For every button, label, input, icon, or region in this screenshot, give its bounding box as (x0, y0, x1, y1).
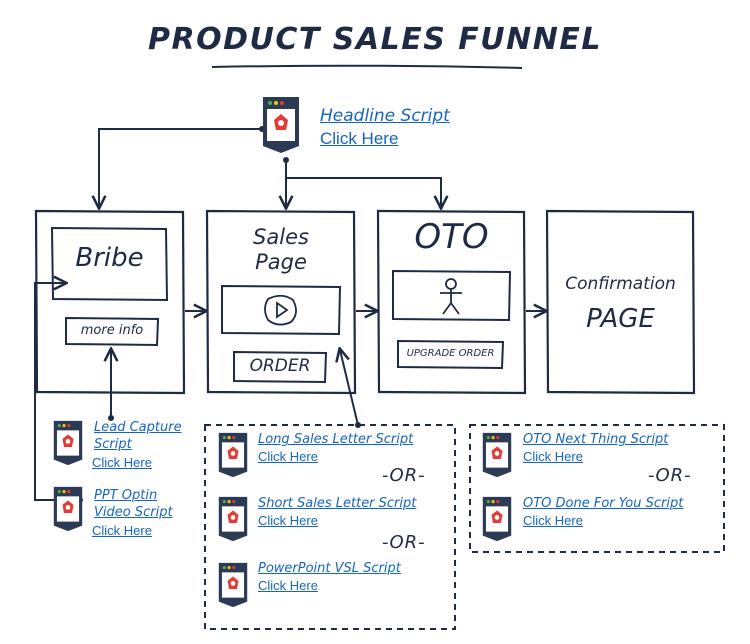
headline-to-bribe (99, 128, 262, 207)
ppt-optin-script-link-2[interactable]: Video Script (94, 505, 173, 520)
script-document-icon[interactable] (218, 496, 248, 542)
bribe-page-box (34, 209, 186, 395)
oto-scripts-group (469, 424, 725, 553)
sales-scripts-to-order (340, 350, 359, 426)
long-sales-letter-script-link[interactable]: Long Sales Letter Script (258, 432, 414, 447)
confirmation-line1: Confirmation (565, 274, 676, 294)
script-document-icon[interactable] (482, 496, 512, 542)
script-document-icon[interactable] (218, 562, 248, 608)
oto-image-box (392, 269, 512, 322)
powerpoint-vsl-click-here[interactable]: Click Here (258, 578, 318, 593)
order-button[interactable]: ORDER (249, 356, 311, 376)
confirmation-page-box (545, 209, 696, 395)
sales-page-title-2: Page (255, 250, 307, 274)
oto-done-for-you-click-here[interactable]: Click Here (523, 513, 583, 528)
script-document-icon[interactable] (53, 486, 83, 532)
or-label-3: -OR- (648, 465, 692, 486)
long-sales-letter-click-here[interactable]: Click Here (258, 449, 318, 464)
oto-next-thing-click-here[interactable]: Click Here (523, 449, 583, 464)
script-document-icon[interactable] (262, 96, 300, 154)
or-label-1: -OR- (382, 465, 426, 486)
ppt-optin-script-link[interactable]: PPT Optin (94, 488, 158, 503)
lead-capture-script-link-2[interactable]: Script (94, 437, 132, 452)
sales-order-box (233, 350, 328, 384)
stick-figure-icon (440, 278, 462, 315)
play-icon (264, 294, 297, 326)
bribe-button-box (65, 316, 160, 347)
bribe-more-info-button[interactable]: more info (80, 323, 144, 338)
oto-upgrade-box (397, 339, 505, 370)
oto-done-for-you-script-link[interactable]: OTO Done For You Script (523, 496, 684, 511)
headline-script-link[interactable]: Headline Script (320, 106, 450, 126)
sales-video-box (221, 284, 342, 336)
lead-capture-click-here[interactable]: Click Here (92, 455, 152, 470)
or-label-2: -OR- (382, 532, 426, 553)
headline-click-here-link[interactable]: Click Here (320, 129, 399, 148)
oto-next-thing-script-link[interactable]: OTO Next Thing Script (523, 432, 669, 447)
oto-title: OTO (414, 217, 489, 257)
lead-capture-script-link[interactable]: Lead Capture (94, 420, 182, 435)
sales-page-box (205, 209, 357, 395)
confirmation-line2: PAGE (586, 304, 655, 334)
upgrade-order-button[interactable]: UPGRADE ORDER (406, 348, 495, 359)
script-document-icon[interactable] (53, 420, 83, 466)
script-document-icon[interactable] (218, 432, 248, 478)
title-underline (211, 64, 523, 69)
short-sales-letter-script-link[interactable]: Short Sales Letter Script (258, 496, 417, 511)
sales-page-title-1: Sales (253, 225, 309, 249)
powerpoint-vsl-script-link[interactable]: PowerPoint VSL Script (258, 561, 401, 576)
ppt-optin-click-here[interactable]: Click Here (92, 523, 152, 538)
bribe-title: Bribe (75, 243, 144, 273)
short-sales-letter-click-here[interactable]: Click Here (258, 513, 318, 528)
script-document-icon[interactable] (482, 432, 512, 478)
bribe-inner-box (50, 226, 169, 302)
sales-scripts-group (204, 424, 456, 630)
headline-to-sales-oto (285, 160, 441, 207)
page-title: PRODUCT SALES FUNNEL (148, 22, 602, 57)
